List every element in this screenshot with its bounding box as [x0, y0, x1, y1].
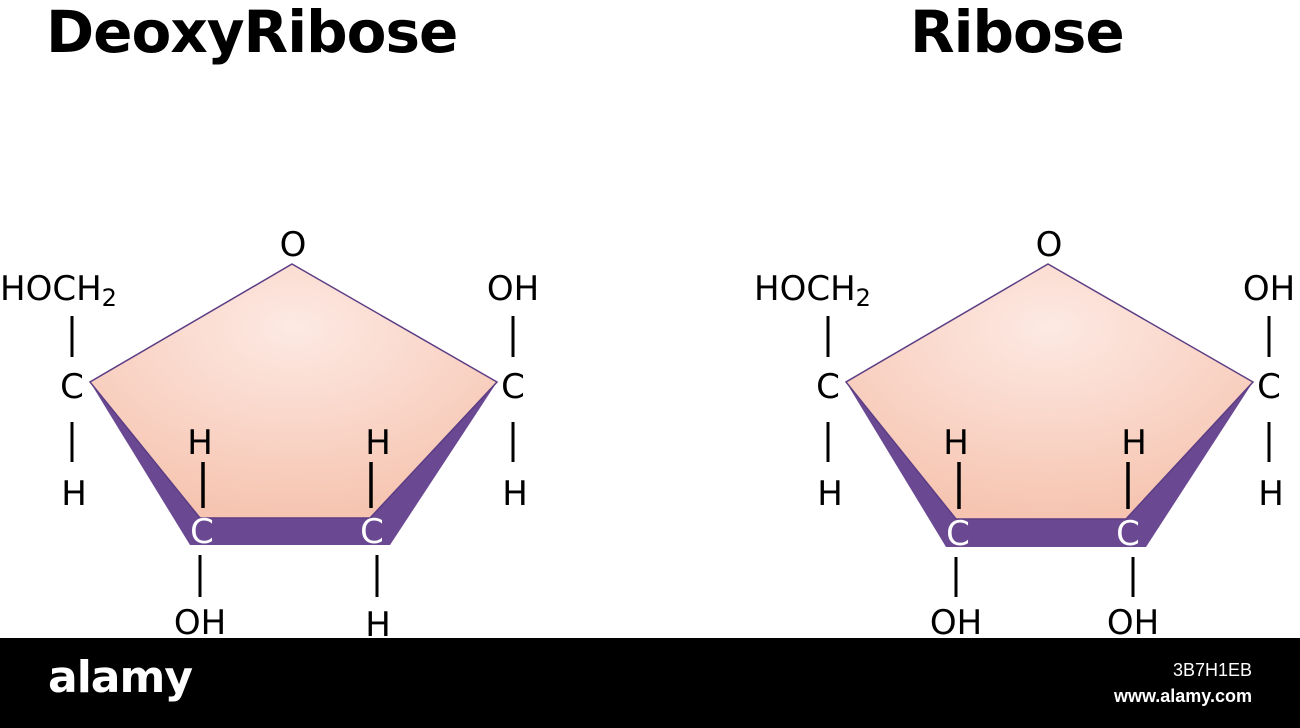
watermark-url: www.alamy.com [1113, 686, 1252, 706]
ribose-title: Ribose [910, 0, 1125, 66]
watermark-footer: alamy 3B7H1EB www.alamy.com [0, 638, 1300, 728]
ribose-c1-carbon: C [1257, 367, 1281, 407]
deoxyribose-hoch2-label: HOCH2 [0, 269, 117, 312]
deoxyribose-ring-oxygen: O [280, 225, 307, 265]
ribose-c3-carbon: C [946, 514, 970, 554]
deoxyribose-c2-hydrogen-bottom: H [365, 605, 391, 640]
deoxyribose-c3-hydrogen-top: H [187, 423, 213, 463]
deoxyribose-c4-carbon: C [60, 367, 84, 407]
deoxyribose-c3-carbon: C [190, 512, 214, 552]
deoxyribose-c3-hydroxyl: OH [174, 603, 226, 640]
ribose-structure: O HOCH2 C H OH C H H C OH H C OH [754, 225, 1295, 640]
alamy-logo: alamy [48, 652, 193, 703]
deoxyribose-title: DeoxyRibose [46, 0, 458, 66]
ribose-c4-hydrogen: H [817, 474, 843, 514]
ribose-c2-carbon: C [1116, 514, 1140, 554]
ribose-c2-hydrogen-top: H [1121, 423, 1147, 463]
ribose-c4-carbon: C [816, 367, 840, 407]
structures-diagram: O HOCH2 C H OH C H H C OH H C H O HOCH2 … [0, 225, 1295, 640]
ribose-c3-hydrogen-top: H [943, 423, 969, 463]
ribose-c3-hydroxyl: OH [930, 603, 982, 640]
ribose-c1-hydroxyl: OH [1243, 269, 1295, 309]
deoxyribose-c1-hydroxyl: OH [487, 269, 539, 309]
deoxyribose-bonds [70, 316, 515, 597]
ribose-hoch2-label: HOCH2 [754, 269, 871, 312]
ribose-ring-top [844, 263, 1255, 520]
deoxyribose-c2-hydrogen-top: H [365, 423, 391, 463]
ribose-c2-hydroxyl: OH [1107, 603, 1159, 640]
ribose-c1-hydrogen: H [1258, 474, 1284, 514]
deoxyribose-c1-carbon: C [501, 367, 525, 407]
ribose-inner-bonds [957, 462, 1130, 509]
ribose-ring-oxygen: O [1036, 225, 1063, 265]
deoxyribose-c4-hydrogen: H [61, 474, 87, 514]
deoxyribose-ring-top [88, 263, 499, 519]
deoxyribose-structure: O HOCH2 C H OH C H H C OH H C H [0, 225, 539, 640]
ribose-bonds [826, 316, 1271, 597]
deoxyribose-c2-carbon: C [360, 512, 384, 552]
deoxyribose-c1-hydrogen: H [502, 474, 528, 514]
deoxyribose-inner-bonds [201, 462, 373, 508]
image-id: 3B7H1EB [1172, 660, 1252, 680]
